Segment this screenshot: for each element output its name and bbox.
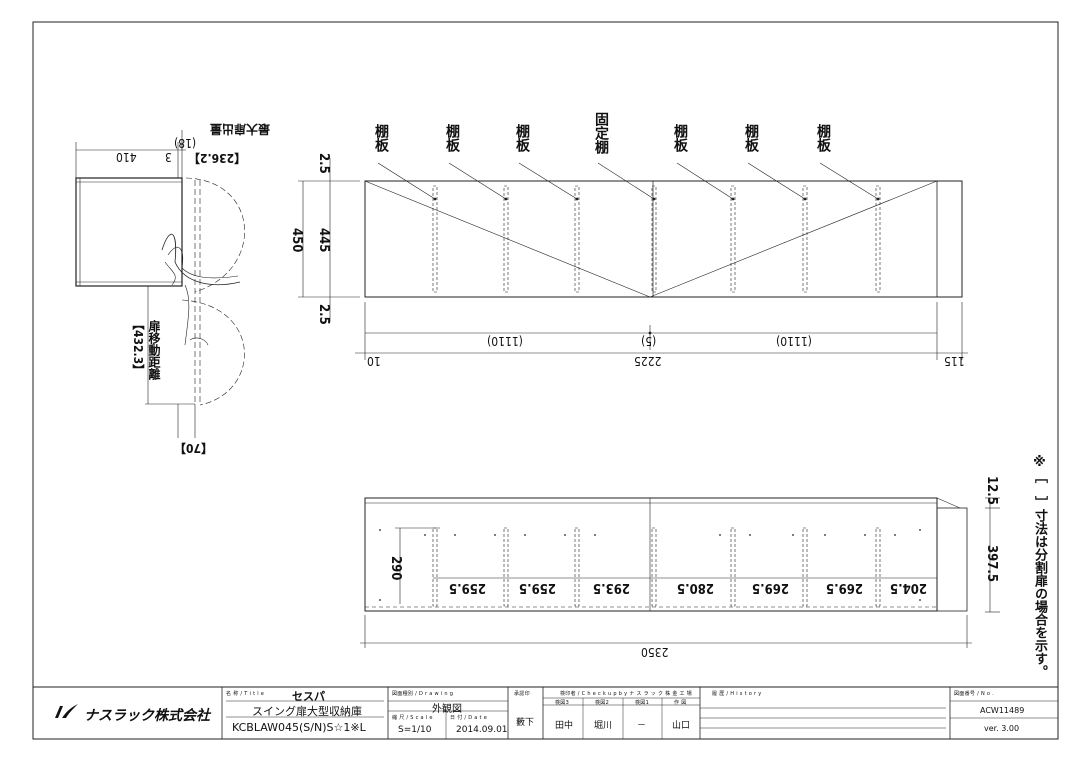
top-view-outline [364,180,963,298]
date-label: 日 付 / D a t e [450,715,488,721]
fixed-shelf-label: 固定棚 [593,112,609,154]
check-role-2: 検図2 [595,700,610,706]
check-role-3: 検図1 [635,700,650,706]
bracket-note: ※［ ］寸法は分割扉の場合を示す。 [1032,455,1047,678]
checker-1: 田中 [555,721,574,731]
max-door-protrusion-label: 最大扉出量 [210,122,271,136]
dim-spacing-6: 269.5 [826,580,863,595]
sheet-frame [32,21,1059,740]
drafter: 山口 [672,721,691,731]
shelf-label-6: 棚板 [815,124,831,152]
product-series-name: セスパ [292,690,325,703]
dim-410: 410 [116,150,137,164]
dim-right-1110: (1110) [776,334,812,348]
dim-top-2-5: 2.5 [316,153,331,174]
approver-name: 藪下 [516,718,535,728]
scale-value: S=1/10 [398,725,432,735]
product-description: スイング扉大型収納庫 [252,705,362,718]
dim-3: 3 [165,150,172,164]
dim-18: (18) [174,136,197,150]
shelf-label-5: 棚板 [743,124,759,152]
drawing-number: ACW11489 [980,706,1025,715]
shelf-label-3: 棚板 [514,124,530,152]
dim-spacing-1: 259.5 [449,580,486,595]
version: ver. 3.00 [984,724,1020,733]
dim-397-5: 397.5 [984,545,999,582]
dim-spacing-3: 293.5 [593,580,630,595]
scale-label: 縮 尺 / S c a l e [392,715,433,721]
drawing-type: 外観図 [432,704,462,715]
model-number: KCBLAW045(S/N)S☆1※L [232,721,366,734]
title-field-label: 名 称 / T i t l e [226,691,265,697]
company-logo-text: ナスラック株式会社 [84,708,210,724]
check-header: 検印者 / C h e c k u p b y ナ ス ラ ッ ク 株 金 工 … [560,691,693,697]
door-travel-label: 扉移動距離 [147,320,161,380]
dim-left-1110: (1110) [487,334,523,348]
check-role-4: 作 図 [674,700,687,706]
dim-spacing-7: 204.5 [890,580,927,595]
dim-12-5: 12.5 [984,476,999,505]
top-view [298,158,968,360]
drawing-number-label: 図面番号 / N o . [954,691,995,697]
shelf-label-1: 棚板 [373,124,389,152]
dim-432-3: 【432.3】 [131,318,145,377]
dim-290: 290 [388,556,403,581]
logo-swoosh-icon [55,704,78,718]
dim-2225: 2225 [634,354,662,368]
dim-445: 445 [316,228,331,253]
dim-236-2: 【236.2】 [188,151,247,165]
shelf-label-2: 棚板 [444,124,460,152]
checker-3: － [637,721,647,731]
front-view [360,497,1000,648]
history-label: 履 歴 / H i s t o r y [712,691,762,697]
dim-mid-5: (5) [641,334,657,348]
dim-spacing-4: 280.5 [677,580,714,595]
check-role-1: 検図3 [555,700,570,706]
dim-bottom-2-5: 2.5 [316,304,331,325]
approval-label: 承認印 [514,691,530,697]
dim-2350: 2350 [641,645,669,659]
title-block [32,686,1059,740]
dim-70: 【70】 [174,441,214,455]
side-view [75,130,245,438]
drawing-type-label: 図面種別 / D r a w i n g [392,691,454,697]
side-view-cabinet [75,177,183,287]
dim-spacing-2: 259.5 [519,580,556,595]
date-value: 2014.09.01 [456,725,508,735]
dim-left-10: 10 [367,354,381,368]
shelf-label-4: 棚板 [672,124,688,152]
dim-450: 450 [289,228,304,253]
dim-spacing-5: 269.5 [752,580,789,595]
checker-2: 堀川 [594,721,613,731]
dim-right-115: 115 [944,354,965,368]
